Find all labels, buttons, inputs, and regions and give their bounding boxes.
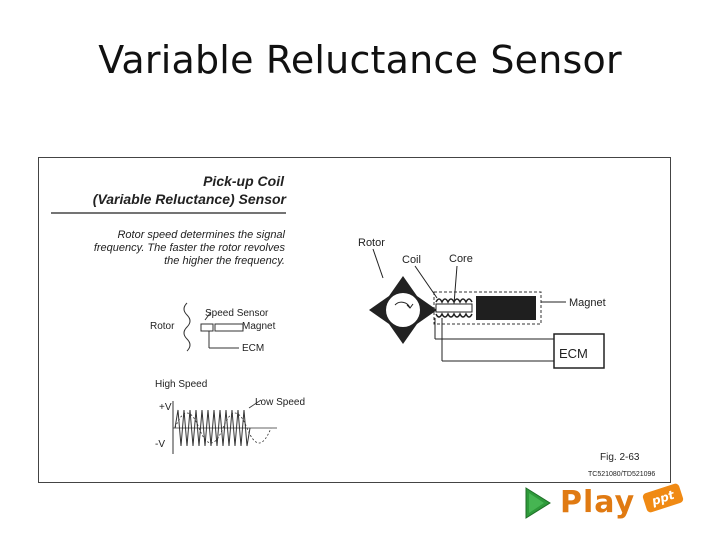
slide-title: Variable Reluctance Sensor: [98, 38, 622, 82]
low-speed-leader: [248, 399, 262, 409]
main-sensor-schematic: Rotor Coil Core Magnet ECM: [358, 237, 606, 369]
ppt-badge: ppt: [641, 482, 685, 514]
waveform-graph: High Speed Low Speed +V -V: [155, 379, 305, 454]
figure-number: Fig. 2-63: [600, 452, 640, 463]
rotor-label: Rotor: [358, 237, 385, 249]
ecm-label: ECM: [559, 346, 588, 361]
small-speed-sensor-label: Speed Sensor: [205, 308, 269, 319]
small-ecm-label: ECM: [242, 343, 264, 354]
description-line-3: the higher the frequency.: [164, 255, 285, 267]
iron-core: [435, 303, 473, 313]
small-magnet: [214, 323, 244, 332]
play-arrow-icon: [525, 487, 551, 519]
plus-v-label: +V: [159, 402, 172, 413]
high-speed-label: High Speed: [155, 379, 207, 390]
rotation-arrowhead: [406, 303, 414, 309]
figure-heading-line2: (Variable Reluctance) Sensor: [93, 191, 288, 207]
description-line-2: frequency. The faster the rotor revolves: [94, 242, 286, 254]
small-rotor-label: Rotor: [150, 321, 175, 332]
core-label: Core: [449, 253, 473, 265]
small-coil: [200, 323, 214, 332]
sensor-housing: [433, 291, 542, 325]
sensor-figure: Pick-up Coil (Variable Reluctance) Senso…: [38, 157, 671, 483]
permanent-magnet: [476, 296, 536, 320]
reluctor-rotor-hub: [386, 293, 420, 327]
figure-heading-line1: Pick-up Coil: [203, 173, 285, 189]
description-line-1: Rotor speed determines the signal: [117, 229, 285, 241]
play-label: Play: [560, 485, 636, 520]
ecm-box: [553, 333, 605, 369]
coil-leader: [414, 265, 438, 299]
rotor-leader: [372, 248, 384, 279]
small-magnet-label: Magnet: [242, 321, 276, 332]
sensor-diagram: Pick-up Coil (Variable Reluctance) Senso…: [51, 173, 655, 478]
small-leader-sensor: [204, 311, 212, 321]
play-button[interactable]: Play ppt: [520, 482, 690, 521]
figure-code: TC521080/TD521096: [588, 471, 655, 478]
low-speed-wave: [174, 412, 272, 444]
low-speed-label: Low Speed: [255, 397, 305, 408]
small-rotor-teeth: [183, 302, 191, 352]
magnet-label: Magnet: [569, 297, 606, 309]
coil-label: Coil: [402, 254, 421, 266]
core-leader: [453, 265, 458, 305]
small-sensor-schematic: Rotor Speed Sensor Magnet ECM: [150, 302, 276, 354]
high-speed-wave: [174, 409, 251, 447]
minus-v-label: -V: [155, 439, 165, 450]
